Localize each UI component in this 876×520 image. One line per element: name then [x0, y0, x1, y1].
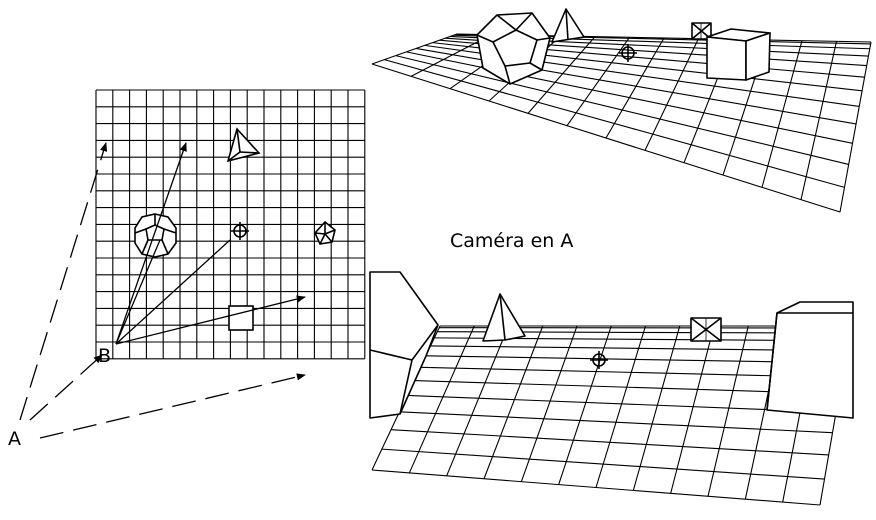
dodecahedron-icon [369, 271, 439, 419]
dodecahedron-icon [476, 12, 551, 85]
cube-icon [766, 301, 854, 419]
target-crosshair-icon [231, 222, 249, 240]
dodecahedron-icon [134, 213, 177, 258]
ray-a-1 [19, 142, 108, 421]
top-view-plan: B A [8, 89, 366, 450]
target-crosshair-icon [590, 351, 608, 369]
pyramid-icon [226, 127, 261, 163]
perspective-grid-line [395, 55, 849, 165]
plan-grid [95, 89, 366, 360]
perspective-grid-a [371, 33, 872, 213]
perspective-grid-line [399, 411, 833, 434]
ray-b-4 [115, 239, 161, 345]
perspective-grid-line [707, 325, 749, 497]
perspective-grid-line [406, 51, 853, 144]
perspective-grid-line [595, 325, 647, 488]
perspective-grid-line [371, 469, 821, 506]
perspective-grid-line [644, 38, 699, 151]
caption-camera-a: Caméra en A [450, 230, 573, 252]
perspective-grid-line [761, 40, 803, 188]
perspective-grid-line [839, 41, 872, 213]
perspective-grid-line [407, 394, 837, 413]
perspective-grid-line [605, 37, 665, 139]
view-camera-b [369, 271, 854, 506]
ray-b-2 [115, 239, 231, 345]
perspective-grid-line [371, 33, 458, 65]
rays-from-a [19, 142, 306, 439]
ray-a-3 [39, 373, 306, 439]
perspective-grid-line [566, 37, 630, 126]
perspective-grid-line [632, 325, 681, 491]
perspective-grid-line [527, 36, 596, 114]
ray-b-1 [115, 142, 187, 345]
label-point-a: A [8, 428, 21, 450]
perspective-grid-line [390, 429, 829, 456]
ray-a-2 [29, 354, 103, 421]
perspective-grid-line [520, 325, 578, 482]
cube-icon [706, 28, 771, 81]
perspective-grid-line [446, 325, 510, 477]
perspective-grid-line [371, 63, 841, 213]
perspective-grid-line [558, 325, 612, 485]
pyramid-icon [482, 293, 526, 342]
view-camera-a [371, 8, 872, 213]
plan-objects [134, 127, 336, 331]
octahedron-icon [314, 220, 336, 245]
perspective-grid-line [381, 448, 825, 480]
perspective-grid-line [800, 41, 838, 200]
rays-from-b [115, 142, 306, 345]
pyramid-icon [551, 8, 585, 43]
perspective-grid-line [483, 325, 544, 479]
cube-icon [228, 305, 254, 331]
target-crosshair-icon [619, 44, 637, 62]
label-point-b: B [98, 345, 111, 367]
perspective-grid-line [408, 325, 475, 474]
ray-b-3 [115, 295, 306, 345]
octahedron-icon [690, 317, 722, 342]
perspective-grid-line [384, 59, 845, 188]
perspective-grid-line [670, 325, 715, 494]
